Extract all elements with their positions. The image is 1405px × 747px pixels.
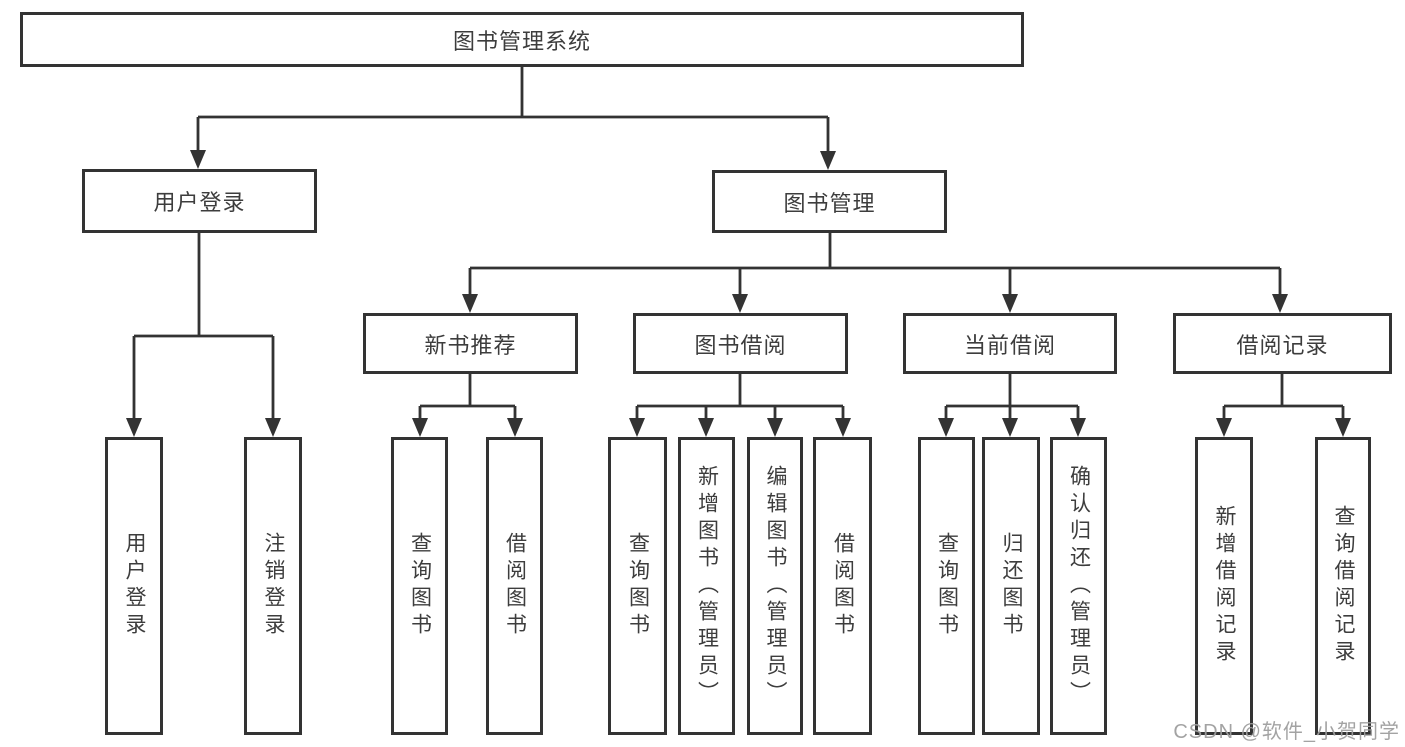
node-current-return-books-label: 归还图书 [1000, 532, 1023, 640]
node-borrow-query-books: 查询图书 [608, 437, 667, 735]
node-leaf-logout: 注销登录 [244, 437, 302, 735]
edge-borrow-split [635, 374, 845, 419]
csdn-watermark: CSDN @软件_小贺同学 [1173, 721, 1400, 743]
node-borrow-query-books-label: 查询图书 [626, 532, 650, 640]
node-current-confirm-return-admin: 确认归还（管理员） [1050, 437, 1107, 735]
node-borrow-records: 借阅记录 [1173, 313, 1392, 374]
node-user-login: 用户登录 [82, 169, 317, 233]
node-current-borrow: 当前借阅 [903, 313, 1117, 374]
node-borrow-add-book-admin: 新增图书（管理员） [678, 437, 735, 735]
node-current-borrow-label: 当前借阅 [963, 332, 1056, 358]
node-borrow-edit-book-admin: 编辑图书（管理员） [747, 437, 803, 735]
node-borrow-edit-book-admin-label: 编辑图书（管理员） [764, 464, 787, 708]
node-book-management: 图书管理 [712, 170, 947, 233]
node-records-query-record: 查询借阅记录 [1315, 437, 1371, 735]
node-records-query-record-label: 查询借阅记录 [1332, 505, 1355, 667]
node-borrow-records-label: 借阅记录 [1236, 332, 1329, 358]
node-newbook-query-books-label: 查询图书 [408, 532, 432, 640]
node-records-add-record: 新增借阅记录 [1195, 437, 1253, 735]
node-user-login-label: 用户登录 [153, 190, 246, 215]
node-leaf-logout-label: 注销登录 [262, 532, 285, 640]
node-records-add-record-label: 新增借阅记录 [1213, 505, 1236, 667]
node-current-query-books: 查询图书 [918, 437, 975, 735]
node-current-confirm-return-admin-label: 确认归还（管理员） [1067, 464, 1091, 708]
node-borrow-add-book-admin-label: 新增图书（管理员） [695, 464, 719, 708]
edge-records-split [1222, 374, 1345, 419]
node-current-return-books: 归还图书 [982, 437, 1040, 735]
node-root-system: 图书管理系统 [20, 12, 1024, 67]
node-new-book-recommend: 新书推荐 [363, 313, 578, 374]
node-book-borrow-label: 图书借阅 [694, 332, 787, 358]
node-newbook-borrow-books: 借阅图书 [486, 437, 543, 735]
edge-mgmt-split [468, 233, 1282, 295]
node-new-book-recommend-label: 新书推荐 [424, 332, 517, 358]
node-leaf-user-login-label: 用户登录 [123, 532, 146, 640]
node-book-management-label: 图书管理 [783, 190, 876, 216]
node-leaf-user-login: 用户登录 [105, 437, 163, 735]
node-current-query-books-label: 查询图书 [935, 532, 959, 640]
edge-current-split [944, 374, 1080, 419]
node-borrow-borrow-books-label: 借阅图书 [831, 532, 855, 640]
edge-newbook-split [418, 374, 517, 419]
node-borrow-borrow-books: 借阅图书 [813, 437, 872, 735]
edge-login-split [132, 233, 275, 419]
node-newbook-borrow-books-label: 借阅图书 [503, 532, 527, 640]
arrowheads [126, 150, 1351, 437]
edge-root-split [196, 67, 830, 152]
node-newbook-query-books: 查询图书 [391, 437, 448, 735]
node-book-borrow: 图书借阅 [633, 313, 848, 374]
node-root-system-label: 图书管理系统 [452, 28, 591, 54]
